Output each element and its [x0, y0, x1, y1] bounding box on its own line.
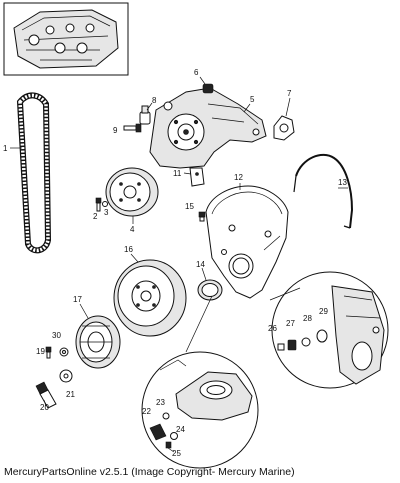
water-pump[interactable] — [149, 87, 267, 169]
leader-25 — [167, 447, 175, 453]
callout-2: 2 — [93, 212, 98, 221]
callout-5: 5 — [250, 95, 255, 104]
seal-part-24[interactable] — [170, 432, 178, 440]
callout-7: 7 — [287, 89, 292, 98]
sensor-part-26[interactable] — [277, 343, 285, 351]
callout-16: 16 — [124, 245, 133, 254]
water-pump-pulley[interactable] — [105, 167, 159, 217]
leader-16 — [130, 253, 139, 263]
gasket[interactable] — [273, 115, 295, 141]
harmonic-balancer[interactable] — [113, 259, 187, 337]
balancer-bolt-washer[interactable] — [59, 369, 73, 383]
detail-view-sensor-mount[interactable] — [271, 271, 389, 389]
callout-12: 12 — [234, 173, 243, 182]
drive-belt[interactable] — [16, 92, 52, 254]
callout-8: 8 — [152, 96, 157, 105]
callout-15: 15 — [185, 202, 194, 211]
callout-11: 11 — [173, 169, 182, 178]
callout-1: 1 — [3, 144, 8, 153]
callout-30: 30 — [52, 331, 61, 340]
callout-22: 22 — [142, 407, 151, 416]
callout-14: 14 — [196, 260, 205, 269]
callout-27: 27 — [286, 319, 295, 328]
cover-gasket[interactable] — [293, 153, 354, 229]
seal-part-22[interactable] — [149, 423, 167, 441]
pulley-washer[interactable] — [102, 201, 108, 207]
leader-7 — [285, 97, 291, 117]
callout-24: 24 — [176, 425, 185, 434]
callout-23: 23 — [156, 398, 165, 407]
water-pump-cap[interactable] — [202, 83, 214, 94]
callout-19: 19 — [36, 347, 45, 356]
sensor-part-27[interactable] — [287, 339, 297, 351]
front-oil-seal[interactable] — [197, 279, 223, 301]
seal-part-23[interactable] — [162, 412, 170, 420]
callout-25: 25 — [172, 449, 181, 458]
bolt[interactable] — [123, 123, 142, 133]
leader-17 — [79, 303, 89, 319]
leader-11 — [183, 172, 192, 175]
callout-29: 29 — [319, 307, 328, 316]
cover-bolt[interactable] — [198, 211, 206, 222]
balancer-bolt[interactable] — [35, 381, 57, 409]
callout-21: 21 — [66, 390, 75, 399]
hose-fitting[interactable] — [139, 105, 151, 125]
leader-14 — [201, 267, 207, 281]
callout-26: 26 — [268, 324, 277, 333]
callout-3: 3 — [104, 208, 109, 217]
callout-28: 28 — [303, 314, 312, 323]
detail-leader-bottom — [185, 295, 213, 353]
detail-leader-right — [269, 287, 301, 301]
callout-6: 6 — [194, 68, 199, 77]
timing-cover[interactable] — [205, 185, 289, 299]
engine-block-inset[interactable] — [3, 2, 129, 76]
crankshaft-pulley[interactable] — [75, 315, 121, 369]
leader-8 — [146, 102, 153, 111]
copyright-caption: MercuryPartsOnline v2.5.1 (Image Copyrig… — [4, 466, 295, 478]
pulley-bolt-small[interactable] — [45, 346, 52, 359]
callout-13: 13 — [338, 178, 347, 187]
leader-5 — [243, 103, 251, 113]
leader-20 — [43, 399, 47, 407]
callout-9: 9 — [113, 126, 118, 135]
callout-17: 17 — [73, 295, 82, 304]
detail-view-seal[interactable] — [141, 351, 259, 469]
balancer-washer[interactable] — [59, 347, 69, 357]
callout-4: 4 — [130, 225, 135, 234]
mounting-bracket[interactable] — [189, 167, 205, 187]
callout-20: 20 — [40, 403, 49, 412]
sensor-part-29[interactable] — [316, 329, 328, 343]
sensor-part-28[interactable] — [301, 337, 311, 347]
leader-6 — [199, 76, 206, 85]
seal-part-25[interactable] — [165, 441, 172, 449]
pulley-bolt[interactable] — [95, 197, 102, 212]
